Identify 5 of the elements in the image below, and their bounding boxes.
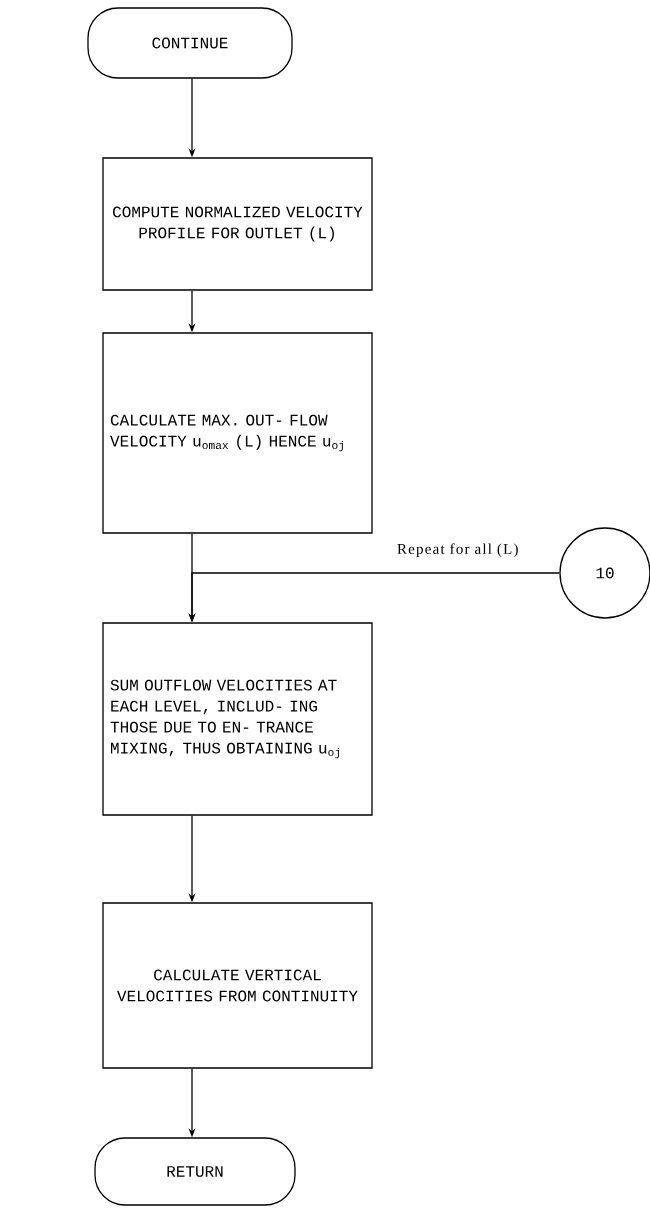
edge-label: Repeat for all (L): [397, 543, 518, 558]
process-box: SUM OUTFLOW VELOCITIES AT EACH LEVEL, INCLUD- ING THOSE DUE TO EN- TRANCE MIXING, THUS OBTAINING u$_{oj}$: [102, 622, 373, 816]
process-box: CALCULATE MAX. OUT- FLOW VELOCITY u$_{omax}$ (L) HENCE u$_{oj}$: [102, 332, 373, 534]
process-box: CALCULATE VERTICAL VELOCITIES FROM CONTINUITY: [102, 902, 373, 1069]
process-box: COMPUTE NORMALIZED VELOCITY PROFILE FOR OUTLET (L): [102, 157, 373, 291]
